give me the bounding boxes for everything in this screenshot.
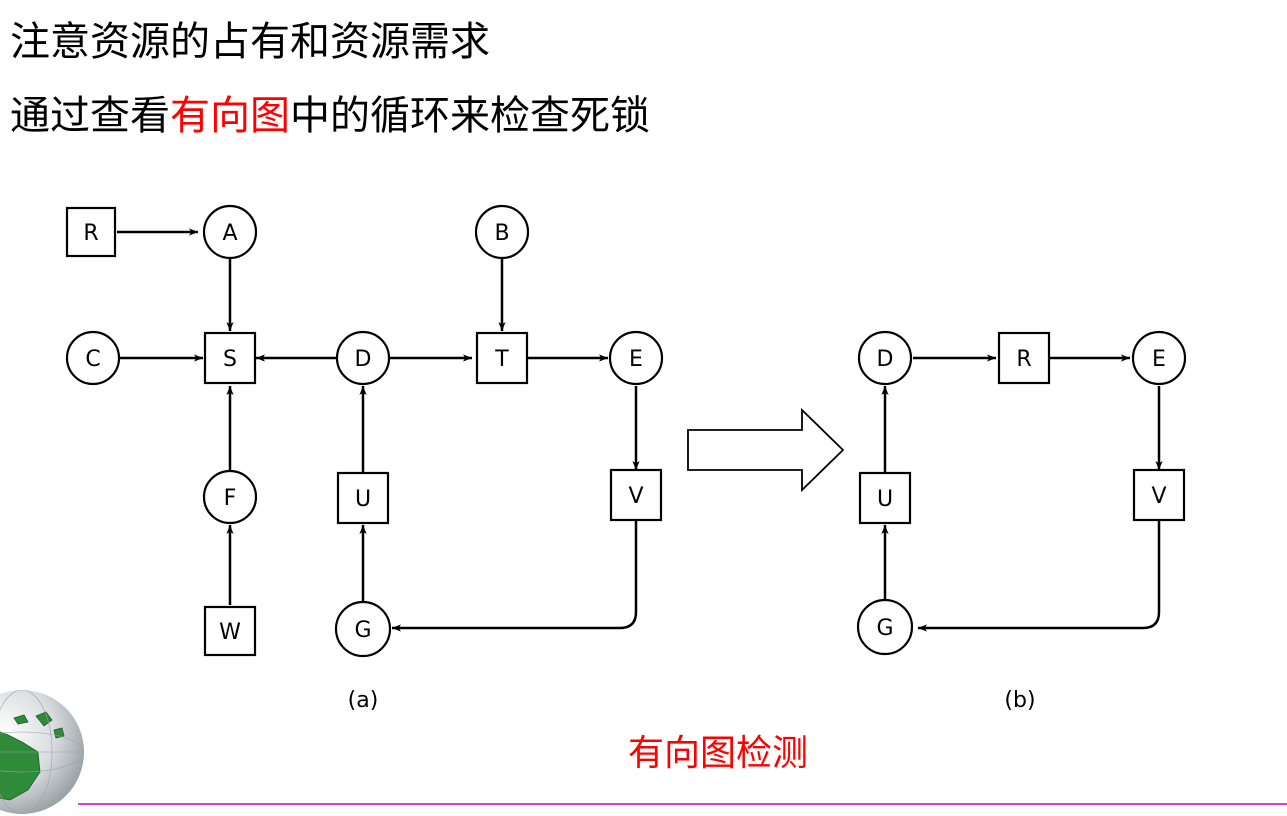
node-a-f: F bbox=[202, 469, 258, 525]
svg-text:U: U bbox=[355, 487, 371, 512]
svg-text:F: F bbox=[224, 486, 237, 511]
node-a-s: S bbox=[203, 331, 257, 385]
line2-highlight: 有向图 bbox=[170, 93, 290, 139]
node-b-u: U bbox=[858, 471, 912, 525]
graph-b-edges bbox=[881, 354, 1163, 632]
svg-text:D: D bbox=[355, 347, 372, 372]
node-a-e: E bbox=[608, 330, 664, 386]
node-a-w: W bbox=[203, 605, 257, 657]
graph-b-nodes: D R E U V G bbox=[856, 330, 1187, 656]
svg-text:A: A bbox=[222, 221, 237, 246]
graph-a-edges bbox=[117, 228, 640, 632]
svg-text:W: W bbox=[219, 620, 241, 645]
node-b-g: G bbox=[856, 598, 914, 656]
node-b-e: E bbox=[1131, 330, 1187, 386]
node-a-b: B bbox=[474, 204, 530, 260]
right-arrow-icon bbox=[687, 407, 845, 493]
svg-text:V: V bbox=[628, 484, 643, 509]
svg-text:R: R bbox=[83, 221, 98, 246]
svg-text:U: U bbox=[877, 487, 893, 512]
node-b-d: D bbox=[857, 330, 913, 386]
svg-text:E: E bbox=[1152, 347, 1166, 372]
heading-line-1: 注意资源的占有和资源需求 bbox=[10, 19, 490, 65]
svg-text:G: G bbox=[354, 618, 371, 643]
svg-text:S: S bbox=[223, 347, 237, 372]
node-b-v: V bbox=[1132, 468, 1186, 522]
line2-suffix: 中的循环来检查死锁 bbox=[290, 93, 650, 139]
node-a-u: U bbox=[336, 471, 390, 525]
line2-prefix: 通过查看 bbox=[10, 93, 170, 139]
graph-a-label: (a) bbox=[348, 688, 379, 713]
svg-text:T: T bbox=[494, 347, 509, 372]
svg-text:V: V bbox=[1151, 484, 1166, 509]
node-a-v: V bbox=[609, 468, 663, 522]
node-a-t: T bbox=[475, 331, 529, 385]
svg-text:B: B bbox=[494, 221, 509, 246]
node-a-a: A bbox=[202, 204, 258, 260]
svg-text:G: G bbox=[876, 616, 893, 641]
edge-v-g-b bbox=[918, 520, 1161, 632]
svg-text:R: R bbox=[1016, 347, 1031, 372]
svg-text:D: D bbox=[877, 347, 894, 372]
svg-text:E: E bbox=[629, 347, 643, 372]
graph-a-nodes: R A B C S D T E F U V W G bbox=[65, 204, 664, 658]
svg-text:C: C bbox=[85, 347, 100, 372]
edge-v-g bbox=[392, 520, 638, 632]
bottom-caption: 有向图检测 bbox=[628, 733, 809, 774]
node-a-g: G bbox=[334, 600, 392, 658]
globe-icon bbox=[0, 690, 84, 814]
node-a-d: D bbox=[335, 330, 391, 386]
node-b-r: R bbox=[997, 331, 1051, 385]
node-a-r: R bbox=[65, 206, 117, 258]
node-a-c: C bbox=[65, 330, 121, 386]
graph-b-label: (b) bbox=[1004, 688, 1035, 713]
heading-line-2: 通过查看有向图中的循环来检查死锁 bbox=[10, 96, 650, 136]
